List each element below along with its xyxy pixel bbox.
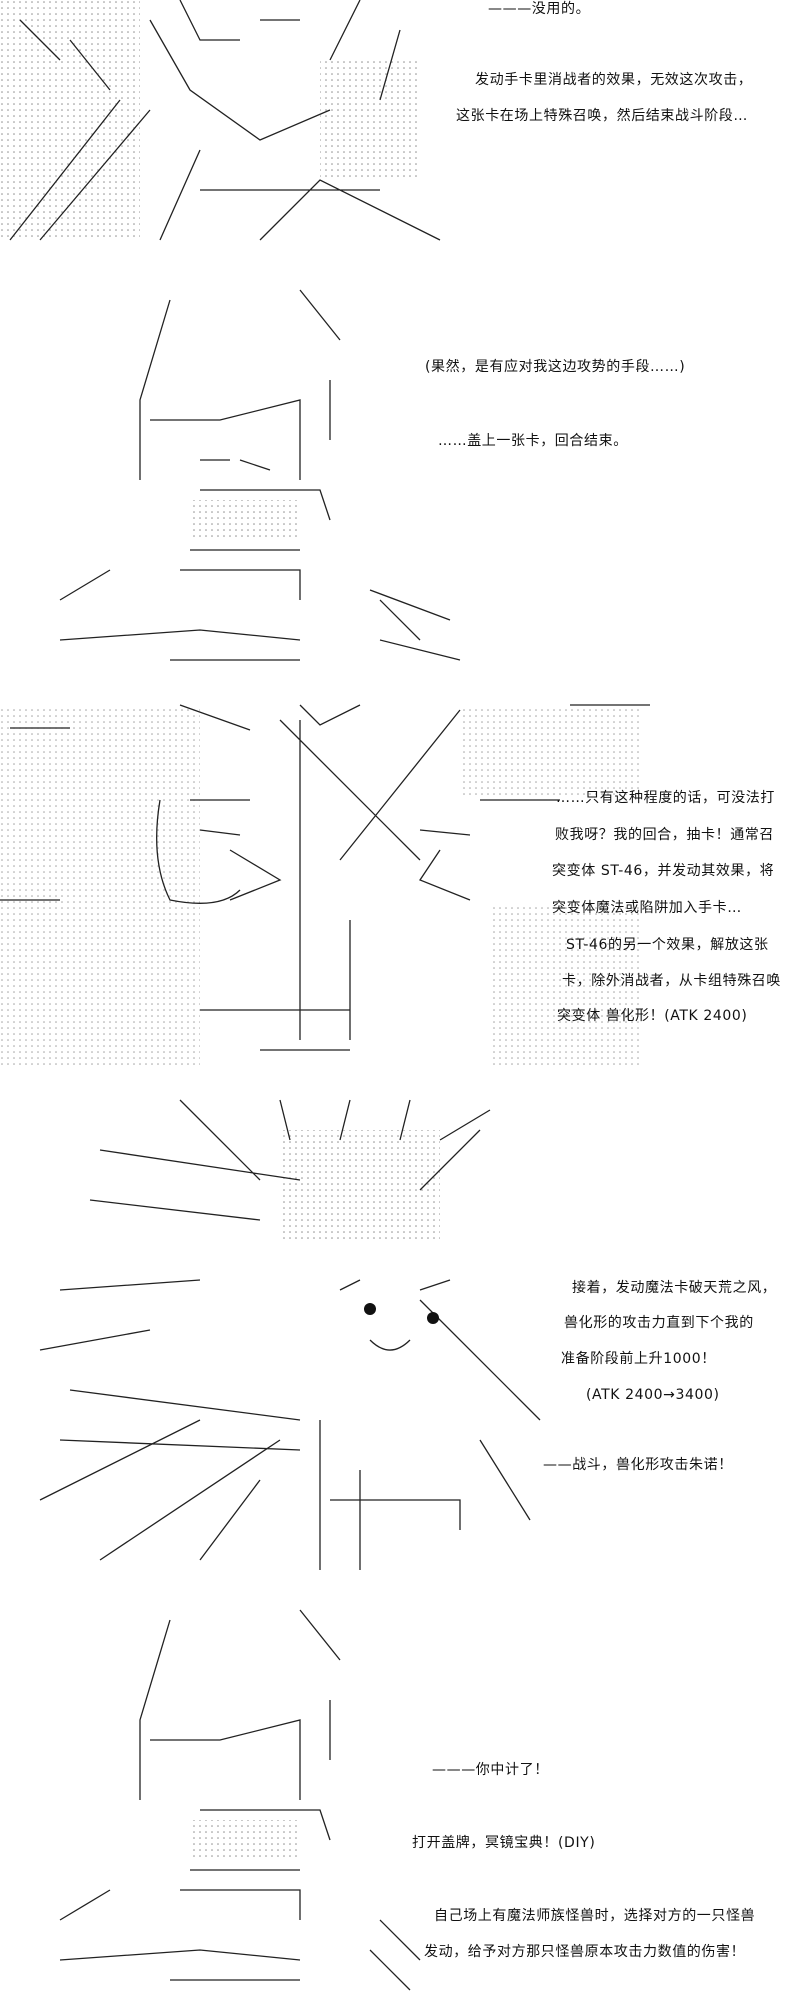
- panel-3-ascii-art: [0, 704, 650, 1065]
- dialogue-line: (果然，是有应对我这边攻势的手段……): [425, 359, 686, 375]
- dialogue-line: (ATK 2400→3400): [586, 1387, 720, 1403]
- dialogue-line: 突变体 ST-46，并发动其效果，将: [552, 863, 775, 879]
- panel-1-ascii-art: [0, 0, 441, 241]
- panel-2-ascii-art: [59, 289, 461, 661]
- dialogue-line: ST-46的另一个效果，解放这张: [566, 937, 769, 953]
- dialogue-line: ……盖上一张卡，回合结束。: [438, 433, 628, 449]
- dialogue-line: ……只有这种程度的话，可没法打: [556, 790, 775, 806]
- dialogue-line: 突变体 兽化形！(ATK 2400): [557, 1008, 748, 1024]
- dialogue-line: 败我呀？我的回合，抽卡！通常召: [555, 827, 774, 843]
- dialogue-line: 发动手卡里消战者的效果，无效这次攻击，: [475, 72, 753, 88]
- dialogue-line: 自己场上有魔法师族怪兽时，选择对方的一只怪兽: [434, 1908, 756, 1924]
- dialogue-line: 打开盖牌，冥镜宝典！(DIY): [412, 1835, 596, 1851]
- dialogue-line: 接着，发动魔法卡破天荒之风，: [572, 1280, 777, 1296]
- dialogue-line: ———你中计了！: [432, 1762, 549, 1778]
- panel-4-ascii-art: [39, 1099, 541, 1570]
- dialogue-line: ——战斗，兽化形攻击朱诺！: [543, 1457, 733, 1473]
- dialogue-line: 卡，除外消战者，从卡组特殊召唤: [562, 973, 781, 989]
- dialogue-line: 这张卡在场上特殊召唤，然后结束战斗阶段…: [456, 108, 748, 124]
- dialogue-line: 兽化形的攻击力直到下个我的: [564, 1315, 754, 1331]
- panel-5-ascii-art: [59, 1609, 421, 1991]
- dialogue-line: 发动，给予对方那只怪兽原本攻击力数值的伤害！: [424, 1944, 746, 1960]
- dialogue-line: 准备阶段前上升1000！: [561, 1351, 716, 1367]
- dialogue-line: 突变体魔法或陷阱加入手卡…: [552, 900, 742, 916]
- dialogue-line: ———没用的。: [488, 1, 591, 17]
